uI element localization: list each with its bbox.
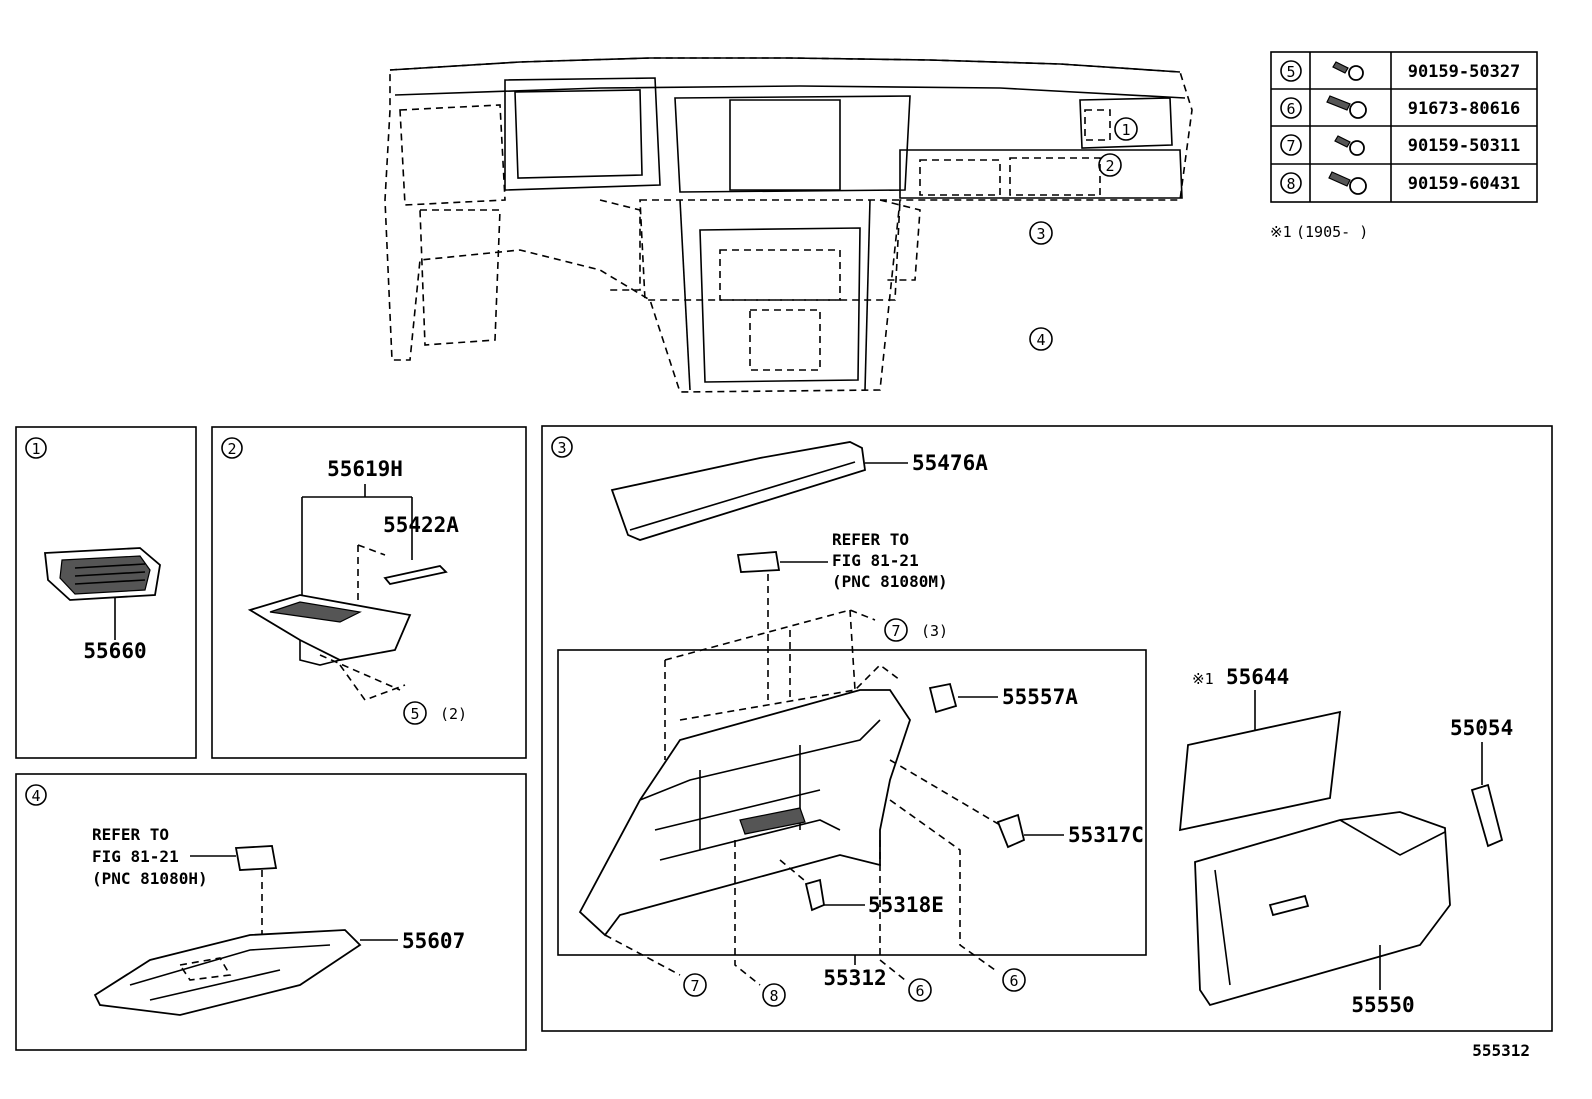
- screw-icon: [1332, 61, 1364, 81]
- screw-callout-7-label: 7: [690, 977, 699, 995]
- fastener-ref: 8: [1286, 175, 1295, 193]
- footnote-text: (1905- ): [1296, 223, 1368, 241]
- part-number-55550[interactable]: 55550: [1351, 993, 1414, 1017]
- hinge-part[interactable]: [996, 813, 1026, 849]
- screw-callout-8[interactable]: [762, 983, 786, 1007]
- screw-callout-5-qty: (2): [440, 705, 467, 723]
- part-number-55422A[interactable]: 55422A: [383, 513, 459, 537]
- figure-id: 555312: [1472, 1041, 1530, 1060]
- screw-callout-5-label: 5: [410, 705, 419, 723]
- glove-box-lower-panel-part[interactable]: [247, 594, 412, 666]
- panel-3-ref: 3: [557, 439, 566, 457]
- overview-callout-3-label: 3: [1036, 225, 1045, 243]
- fastener-part-number: 90159-60431: [1408, 174, 1521, 194]
- fastener-ref: 7: [1286, 137, 1295, 155]
- screw-callout-7-top[interactable]: [884, 618, 908, 642]
- refer-line-2[interactable]: FIG 81-21: [832, 551, 919, 570]
- panel-1-ref: 1: [31, 440, 40, 458]
- overview-callout-4-label: 4: [1036, 331, 1045, 349]
- fastener-row: 5 90159-50327: [1280, 60, 1521, 82]
- switch-part[interactable]: [234, 845, 278, 871]
- overview-callout-1-label: 1: [1121, 121, 1130, 139]
- bolt-icon: [1328, 171, 1367, 195]
- bolt-icon: [1326, 95, 1367, 119]
- panel-4: 4 REFER TO FIG 81-21 (PNC 81080H) 55607: [15, 773, 527, 1051]
- screw-icon: [1334, 135, 1365, 156]
- trim-strip-part[interactable]: [383, 565, 448, 585]
- fastener-row: 8 90159-60431: [1280, 171, 1521, 195]
- screw-callout-6-label: 6: [915, 982, 924, 1000]
- fastener-ref: 6: [1286, 100, 1295, 118]
- glove-box-door-part[interactable]: [1194, 811, 1451, 1007]
- panel-3: 3 55476A REFER TO FIG 81-21 (PNC 81080M)…: [541, 425, 1553, 1032]
- panel-2: 2 55619H 55422A 5 (2): [211, 426, 527, 759]
- screw-callout-8-label: 8: [769, 987, 778, 1005]
- panel-1: 1 55660: [15, 426, 197, 759]
- damper-part[interactable]: [928, 682, 958, 714]
- overview-callout-3[interactable]: 3: [1029, 221, 1053, 245]
- glove-box-frame-inset: [557, 649, 1147, 956]
- screw-callout-6b-label: 6: [1009, 972, 1018, 990]
- instrument-panel-overview: [384, 57, 1193, 393]
- footnote-mark: ※1: [1270, 223, 1292, 241]
- part-number-55476A[interactable]: 55476A: [912, 451, 988, 475]
- panel-2-ref: 2: [227, 440, 236, 458]
- footnote-mark-55644: ※1: [1192, 670, 1214, 688]
- screw-callout-7-top-label: 7: [891, 622, 900, 640]
- screw-callout-7[interactable]: [683, 973, 707, 997]
- refer-line-3: (PNC 81080M): [832, 572, 948, 591]
- fastener-row: 7 90159-50311: [1280, 134, 1521, 156]
- switch-part[interactable]: [736, 551, 781, 573]
- part-number-55660[interactable]: 55660: [83, 639, 146, 663]
- screw-callout-6b[interactable]: [1002, 968, 1026, 992]
- part-number-55557A[interactable]: 55557A: [1002, 685, 1078, 709]
- part-number-55312[interactable]: 55312: [823, 966, 886, 990]
- overview-callout-2[interactable]: 2: [1098, 153, 1122, 177]
- part-number-55054[interactable]: 55054: [1450, 716, 1513, 740]
- fastener-ref: 5: [1286, 63, 1295, 81]
- fastener-part-number: 90159-50327: [1408, 62, 1521, 82]
- part-number-55607[interactable]: 55607: [402, 929, 465, 953]
- overview-callout-4[interactable]: 4: [1029, 327, 1053, 351]
- part-number-55644[interactable]: 55644: [1226, 665, 1289, 689]
- fastener-table: 5 90159-50327 6 91673-80616 7 90159-5031…: [1270, 51, 1538, 203]
- fastener-part-number: 91673-80616: [1408, 99, 1521, 119]
- screw-callout-6[interactable]: [908, 978, 932, 1002]
- refer-line-1: REFER TO: [92, 825, 169, 844]
- glove-box-frame-part[interactable]: [578, 663, 911, 937]
- stopper-part[interactable]: [804, 878, 826, 912]
- panel-4-ref: 4: [31, 787, 40, 805]
- fastener-part-number: 90159-50311: [1408, 136, 1521, 156]
- air-vent-part[interactable]: [44, 547, 161, 601]
- manual-holder-part[interactable]: [1178, 710, 1342, 832]
- refer-line-1: REFER TO: [832, 530, 909, 549]
- fastener-row: 6 91673-80616: [1280, 95, 1521, 119]
- footnote: ※1 (1905- ): [1270, 223, 1368, 241]
- part-number-55317C[interactable]: 55317C: [1068, 823, 1144, 847]
- screw-callout-5[interactable]: [403, 701, 427, 725]
- lower-cover-part[interactable]: [93, 929, 362, 1016]
- refer-line-2[interactable]: FIG 81-21: [92, 847, 179, 866]
- screw-callout-7-top-qty: (3): [921, 622, 948, 640]
- upper-trim-panel-part[interactable]: [610, 441, 866, 541]
- overview-callout-1[interactable]: 1: [1114, 117, 1138, 141]
- overview-callout-2-label: 2: [1105, 157, 1114, 175]
- cylinder-part[interactable]: [1470, 783, 1504, 848]
- refer-line-3: (PNC 81080H): [92, 869, 208, 888]
- part-number-55619H[interactable]: 55619H: [327, 457, 403, 481]
